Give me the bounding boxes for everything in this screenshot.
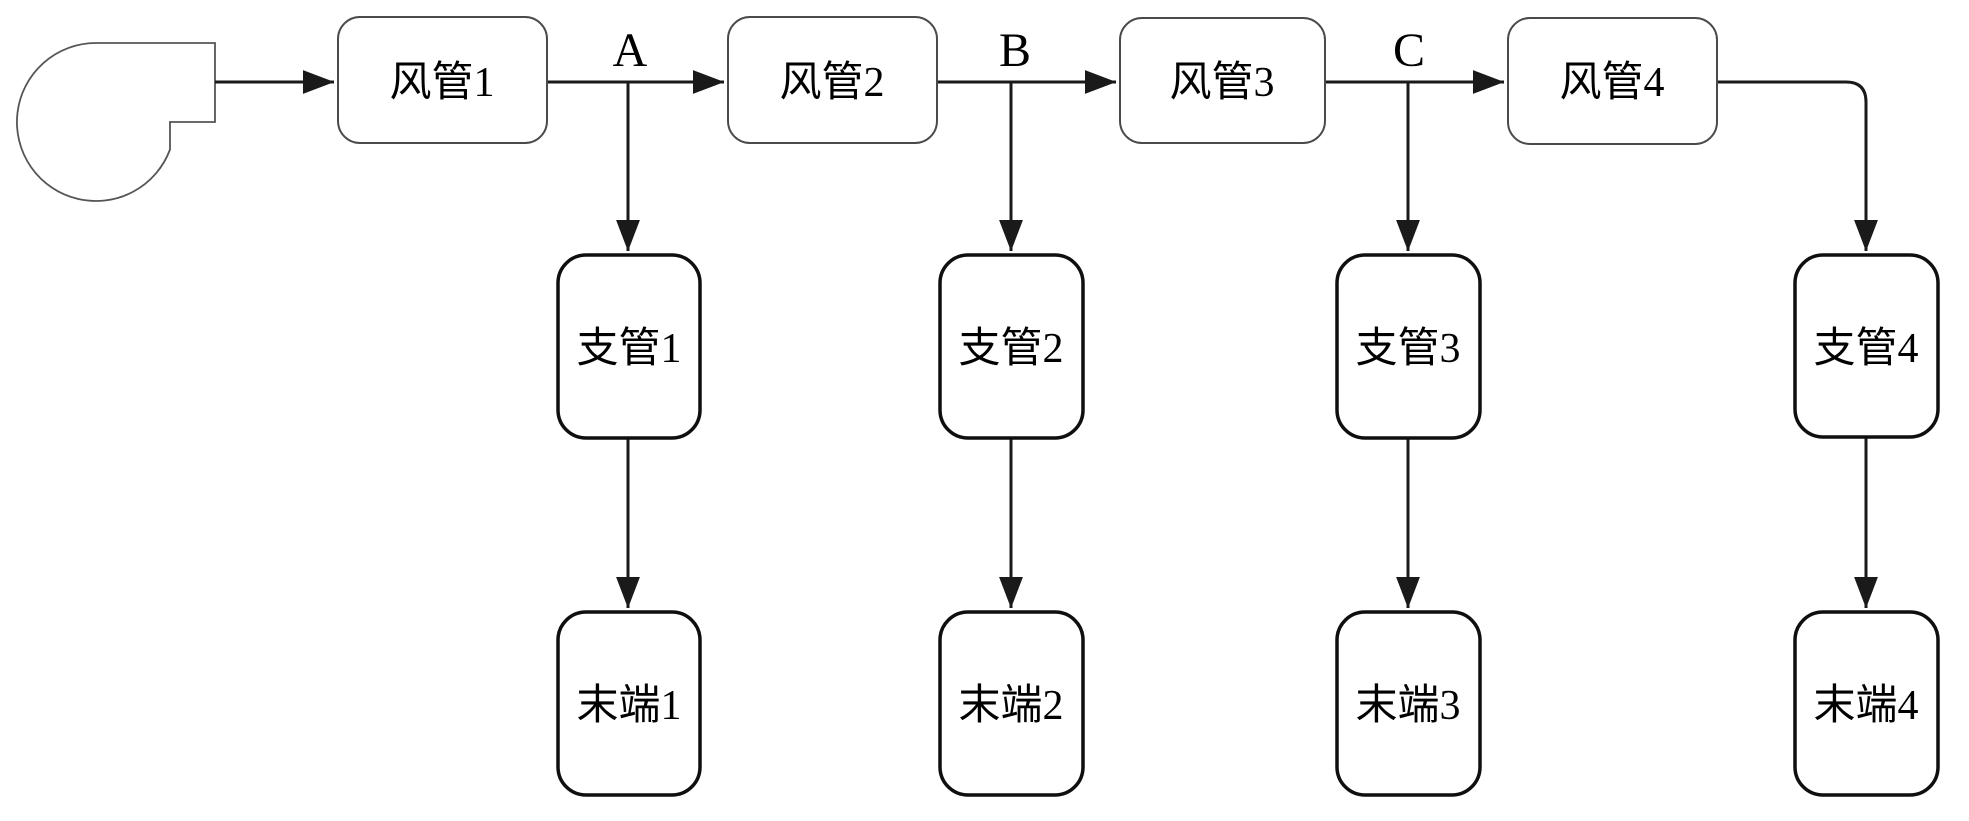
duct2-node xyxy=(727,16,938,144)
terminal4-node xyxy=(1793,610,1940,797)
branch3-node xyxy=(1335,253,1482,440)
terminal1-node xyxy=(556,610,702,797)
duct1-label: 风管1 xyxy=(389,60,494,106)
duct4-label: 风管4 xyxy=(1559,60,1664,106)
branch3-label: 支管3 xyxy=(1355,326,1460,372)
terminal2-node xyxy=(938,610,1085,797)
duct3-node xyxy=(1119,17,1326,144)
terminal3-node xyxy=(1335,610,1482,797)
junction-c-label: C xyxy=(1393,24,1425,77)
branch2-node xyxy=(938,253,1085,440)
branch1-node xyxy=(556,253,702,440)
branch4-node xyxy=(1793,253,1940,439)
terminal4-label: 末端4 xyxy=(1813,683,1918,729)
branch1-label: 支管1 xyxy=(576,326,681,372)
centrifugal-fan-icon xyxy=(16,42,216,202)
duct4-node xyxy=(1507,17,1718,145)
terminal1-label: 末端1 xyxy=(576,683,681,729)
junction-a-label: A xyxy=(613,24,648,77)
junction-b-label: B xyxy=(999,24,1031,77)
terminal2-label: 末端2 xyxy=(958,683,1063,729)
duct1-node xyxy=(337,16,548,144)
duct2-label: 风管2 xyxy=(779,60,884,106)
arrow-duct4-to-branch4 xyxy=(1717,80,1878,252)
branch2-label: 支管2 xyxy=(958,326,1063,372)
branch4-label: 支管4 xyxy=(1813,326,1918,372)
duct3-label: 风管3 xyxy=(1169,60,1274,106)
terminal3-label: 末端3 xyxy=(1355,683,1460,729)
